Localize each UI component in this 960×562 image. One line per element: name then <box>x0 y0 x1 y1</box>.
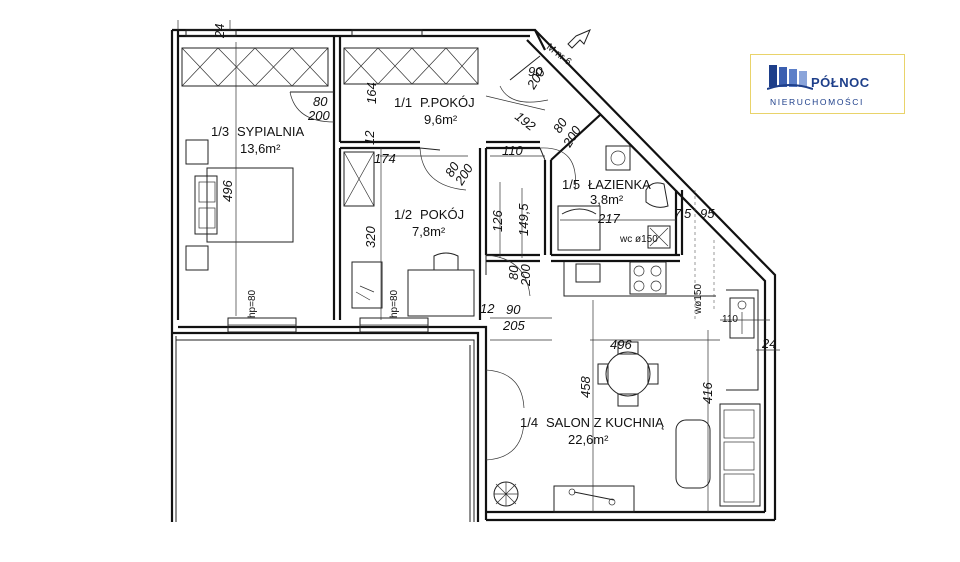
room-living-number: 1/4 <box>520 415 538 430</box>
bathroom-fixtures <box>557 145 671 251</box>
company-logo: PÓŁNOC NIERUCHOMOŚCI <box>750 54 905 114</box>
dim-416: 416 <box>700 382 715 404</box>
dim-90-entry: 90 <box>528 64 543 79</box>
dim-149-5: 149,5 <box>516 203 531 236</box>
dim-5: 5 <box>684 206 692 221</box>
room-bath-number: 1/5 <box>562 177 580 192</box>
dim-200-bedroom-door: 200 <box>307 108 330 123</box>
room-living-area: 22,6m² <box>568 432 609 447</box>
dim-110-hall: 110 <box>502 143 523 158</box>
room-2-number: 1/2 <box>394 207 412 222</box>
wardrobe-room <box>343 151 375 207</box>
room-bedroom-name: SYPIALNIA <box>237 124 305 139</box>
room-bath-name: ŁAZIENKA <box>588 177 651 192</box>
dim-217: 217 <box>597 211 620 226</box>
desk <box>351 252 475 317</box>
dimension-lines <box>177 20 780 512</box>
sill-height-label-2: hp=80 <box>389 289 400 318</box>
dining-table <box>597 341 659 407</box>
dim-496-horizontal: 496 <box>610 337 632 352</box>
dim-174: 174 <box>374 151 396 166</box>
sill-height-label-1: hp=80 <box>247 289 258 318</box>
dim-458: 458 <box>578 376 593 398</box>
dim-192: 192 <box>512 109 539 135</box>
wardrobe-bedroom <box>181 47 329 87</box>
room-living-name: SALON Z KUCHNIĄ <box>546 415 664 430</box>
ventilation-label: wø150 <box>693 284 704 315</box>
dim-90: 90 <box>506 302 521 317</box>
north-arrow-icon <box>567 29 591 49</box>
dim-320: 320 <box>363 226 378 248</box>
dim-80-living-door: 80 <box>506 265 521 280</box>
dim-95: 95 <box>700 206 715 221</box>
windows <box>185 29 429 333</box>
wc-label: wc ø150 <box>619 234 658 245</box>
kitchen-counter <box>563 261 759 391</box>
dim-164: 164 <box>364 82 379 104</box>
room-bedroom-area: 13,6m² <box>240 141 281 156</box>
terrace <box>175 336 475 522</box>
room-label-bathroom: 1/5 ŁAZIENKA 3,8m² <box>562 177 651 207</box>
doors <box>289 55 576 461</box>
dimension-numbers: 24 164 80 200 496 174 12 110 80 200 320 … <box>212 24 776 404</box>
room-bedroom-number: 1/3 <box>211 124 229 139</box>
room-2-name: POKÓJ <box>420 207 464 222</box>
room-label-bedroom: 1/3 SYPIALNIA 13,6m² <box>211 124 305 156</box>
dim-126: 126 <box>490 210 505 232</box>
dim-12-b: 12 <box>480 301 495 316</box>
logo-subtitle: NIERUCHOMOŚCI <box>770 97 864 107</box>
bed <box>185 139 294 271</box>
dim-80-bedroom-door: 80 <box>313 94 328 109</box>
dim-7: 7 <box>674 206 682 221</box>
building-logo-icon <box>767 65 813 90</box>
dim-200-living-door: 200 <box>518 264 533 287</box>
dim-12-a: 12 <box>362 130 377 145</box>
dim-205: 205 <box>502 318 525 333</box>
tv-stand <box>553 485 635 513</box>
interior-walls <box>332 36 684 320</box>
outer-walls <box>170 28 777 522</box>
room-hall-name: 1/1 <box>394 95 412 110</box>
dim-496-vertical: 496 <box>220 180 235 202</box>
room-hall-area: 9,6m² <box>424 112 458 127</box>
dim-24-top: 24 <box>212 24 227 39</box>
room-label-room: 1/2 POKÓJ 7,8m² <box>394 207 464 239</box>
room-label-living: 1/4 SALON Z KUCHNIĄ 22,6m² <box>520 415 664 447</box>
dim-110-kitchen: 110 <box>722 314 738 325</box>
wardrobe-hall <box>343 47 479 85</box>
room-bath-area: 3,8m² <box>590 192 624 207</box>
room-2-area: 7,8m² <box>412 224 446 239</box>
plant <box>493 481 519 507</box>
room-hall-title: P.POKÓJ <box>420 95 475 110</box>
room-label-hall: 1/1 P.POKÓJ 9,6m² <box>394 95 475 127</box>
logo-name: PÓŁNOC <box>811 75 870 90</box>
sofa <box>719 403 761 507</box>
dim-24-right: 24 <box>761 336 776 351</box>
coffee-table <box>675 419 711 489</box>
